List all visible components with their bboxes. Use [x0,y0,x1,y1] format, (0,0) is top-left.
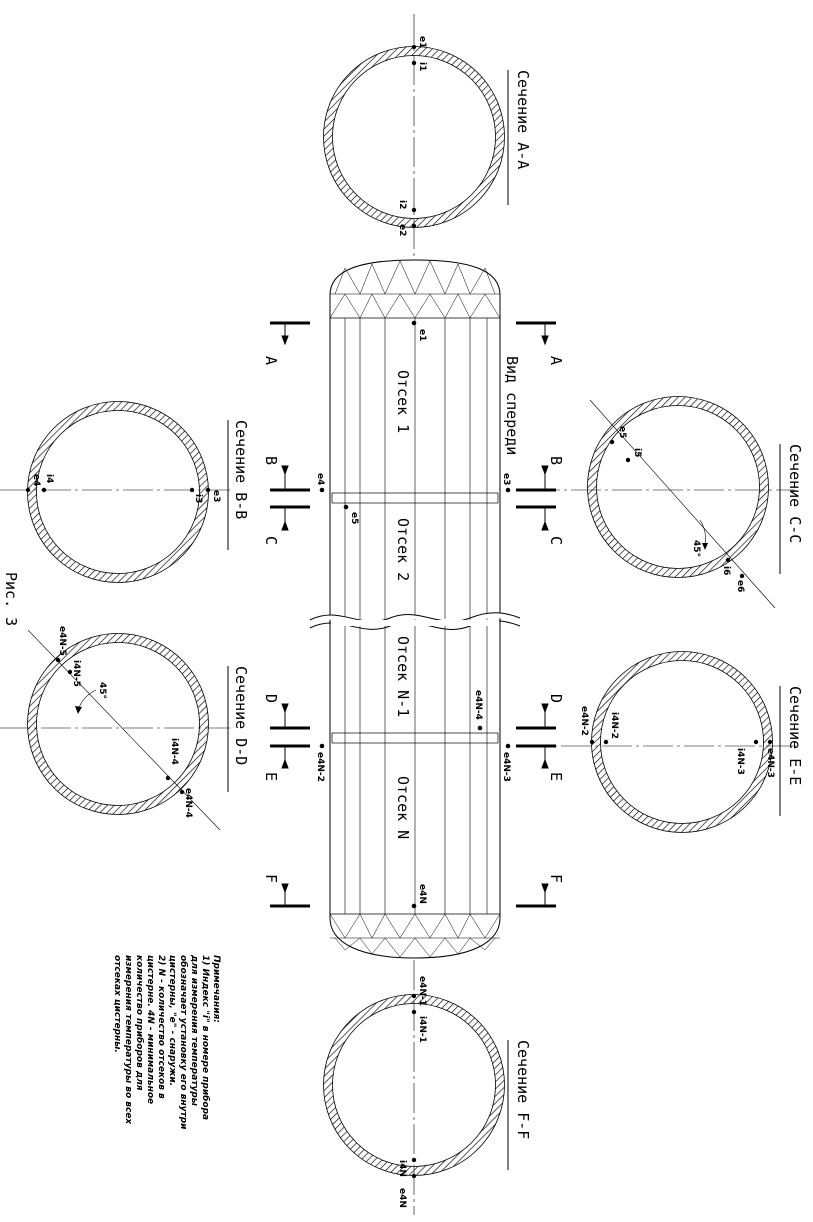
dd-e4n5: e4N-5 [57,626,67,656]
notes-line-3: обозначает установку его внутри [178,955,189,1130]
notes-line-2: для измерения температуры [189,954,199,1106]
bulkheads [331,492,499,744]
tank-outline [329,259,501,959]
aa-i1: i1 [417,62,427,71]
tank-head-bottom [329,913,501,958]
tank-points [319,320,511,909]
cc-e6: e6 [735,580,745,592]
notes-line-9: отсеках цистерны. [112,955,122,1053]
notes-line-5: 2) N - количество отсеков в [156,955,166,1099]
aa-e2: e2 [397,224,407,236]
tank-e4n4-label: e4N-4 [473,690,483,720]
cut-d-right: D [547,694,565,703]
cut-e-left: E [262,772,280,781]
tank-e4n-label: e4N [417,884,427,904]
break-lines [309,612,521,630]
tank-e4n3-label: e4N-3 [501,752,511,782]
cc-i5: i5 [632,448,642,457]
compartment-n-label: Отсек N [394,776,412,839]
tank-e5-label: e5 [349,512,359,524]
cut-markers [270,321,556,908]
dd-i4n5: i4N-5 [71,660,81,687]
cc-e5: e5 [617,426,627,438]
aa-e1: e1 [417,36,427,48]
section-aa-title: Сечение A-A [514,70,532,169]
compartment-2-label: Отсек 2 [394,518,412,581]
ff-i4n1: i4N-1 [417,1016,427,1043]
bb-i4: i4 [44,474,54,483]
section-aa [323,14,505,260]
section-ee [520,651,800,833]
cut-f-right: F [547,874,565,883]
tank-e4n2-label: e4N-2 [315,752,325,782]
figure-label: Рис. 3 [2,572,20,626]
bb-e4: e4 [31,474,41,486]
notes-line-4: цистерны, "e" - снаружи. [167,955,177,1086]
notes-block: Примечания: 1) Индекс "i" в номере прибо… [112,954,221,1130]
tank-e3-label: e3 [501,473,511,485]
cut-b-left: B [262,456,280,465]
notes-line-8: измерения температуры во всех [123,955,133,1125]
aa-i2: i2 [397,200,407,209]
cc-i6: i6 [721,566,731,575]
cut-c-right: C [547,536,565,545]
dd-angle: 45° [97,682,107,699]
section-dd-title: Сечение D-D [232,666,250,765]
ff-e4n1: e4N-1 [417,976,427,1006]
ff-i4n: i4N [397,1160,407,1177]
notes-line-1: 1) Индекс "i" в номере прибора [200,955,211,1120]
cut-b-right: B [547,456,565,465]
bb-i3: i3 [193,494,203,503]
bb-e3: e3 [211,490,221,502]
tank-front-view [309,259,521,959]
ee-e4n2: e4N-2 [579,706,589,736]
cut-a-left: A [262,356,280,365]
section-dd [0,629,230,831]
ff-e4n: e4N [397,1188,407,1208]
notes-line-7: количество приборов для [134,955,145,1091]
notes-line-6: цистерне. 4N - минимальное [145,955,155,1104]
cut-c-left: C [262,536,280,545]
tank-head-top [329,260,501,319]
tank-e4-label: e4 [315,473,325,485]
section-ff [323,960,505,1215]
tank-e1-label: e1 [417,329,427,341]
section-bb-title: Сечение B-B [232,420,250,519]
section-cc [530,396,795,609]
compartment-1-label: Отсек 1 [394,370,412,433]
dd-i4n4: i4N-4 [169,738,179,765]
ee-i4n3: i4N-3 [735,748,745,775]
dd-e4n4: e4N-4 [183,788,193,818]
front-view-label: Вид спереди [503,356,521,455]
compartment-n1-label: Отсек N-1 [394,636,412,717]
cut-a-right: A [547,356,565,365]
cut-f-left: F [262,874,280,883]
section-ff-title: Сечение F-F [514,1040,532,1139]
section-ee-title: Сечение E-E [786,686,804,785]
ee-e4n3: e4N-3 [765,748,775,778]
notes-line-0: Примечания: [211,955,221,1023]
cc-angle: 45° [691,540,701,557]
section-cc-title: Сечение C-C [786,444,804,543]
cut-d-left: D [262,694,280,703]
cut-e-right: E [547,772,565,781]
ee-i4n2: i4N-2 [609,712,619,739]
section-bb [0,401,230,583]
